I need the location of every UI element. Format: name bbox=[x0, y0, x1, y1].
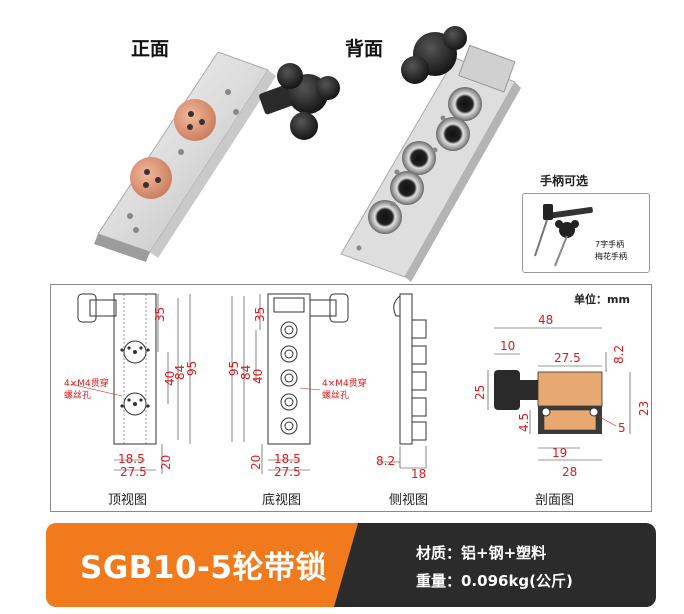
section-dim-25: 25 bbox=[473, 385, 487, 400]
drawings-canvas: .ln { stroke:#333; stroke-width:1; fill:… bbox=[64, 293, 651, 481]
side-view-drawing bbox=[378, 293, 427, 469]
section-dim-8-2: 8.2 bbox=[612, 345, 626, 364]
front-photo bbox=[94, 52, 340, 262]
section-dim-23: 23 bbox=[637, 401, 651, 416]
side-view-caption: 侧视图 bbox=[389, 493, 429, 508]
bottom-dim-95: 95 bbox=[227, 361, 241, 376]
banner-left bbox=[46, 523, 368, 607]
section-dim-5: 5 bbox=[618, 421, 626, 435]
bottom-hole-note-2: 螺丝孔 bbox=[322, 389, 349, 401]
top-hole-note-1: 4×M4贯穿 bbox=[64, 377, 109, 389]
bottom-dim-20: 20 bbox=[249, 455, 263, 470]
section-dim-28: 28 bbox=[562, 465, 577, 479]
section-view-caption: 剖面图 bbox=[535, 493, 575, 508]
top-dim-35: 35 bbox=[153, 307, 167, 322]
option-plum-handle: 梅花手柄 bbox=[595, 252, 627, 261]
optional-handle-title: 手柄可选 bbox=[540, 174, 589, 188]
back-label: 背面 bbox=[345, 38, 384, 60]
model-name: SGB10-5轮带锁 bbox=[80, 550, 327, 586]
section-dim-27-5: 27.5 bbox=[554, 351, 581, 365]
handle-options-image bbox=[534, 204, 593, 267]
bottom-view-drawing bbox=[231, 293, 349, 474]
banner-right bbox=[368, 523, 656, 607]
bottom-hole-note-1: 4×M4贯穿 bbox=[322, 377, 367, 389]
back-photo bbox=[340, 26, 521, 282]
top-dim-95: 95 bbox=[185, 361, 199, 376]
section-dim-4-5: 4.5 bbox=[517, 413, 531, 432]
top-view-caption: 顶视图 bbox=[108, 493, 148, 508]
bottom-dim-40: 40 bbox=[251, 369, 265, 384]
top-dim-18-5: 18.5 bbox=[118, 452, 145, 466]
bottom-dim-35: 35 bbox=[253, 307, 267, 322]
section-dim-10: 10 bbox=[500, 339, 515, 353]
weight-spec: 重量：0.096kg(公斤) bbox=[416, 572, 573, 590]
top-dim-84: 84 bbox=[173, 365, 187, 380]
section-dim-48: 48 bbox=[538, 313, 553, 327]
side-dim-8-2: 8.2 bbox=[376, 454, 395, 468]
unit-label: 单位：mm bbox=[574, 293, 630, 306]
drawing-frame bbox=[50, 284, 652, 512]
section-dim-19: 19 bbox=[552, 446, 567, 460]
product-banner: SGB10-5轮带锁 材质：铝+钢+塑料 重量：0.096kg(公斤) bbox=[46, 523, 656, 607]
material-spec: 材质：铝+钢+塑料 bbox=[416, 544, 547, 562]
section-view-drawing bbox=[487, 327, 631, 461]
side-dim-18: 18 bbox=[411, 467, 426, 481]
bottom-dim-84: 84 bbox=[239, 365, 253, 380]
top-dim-27-5: 27.5 bbox=[120, 465, 147, 479]
top-view-drawing bbox=[69, 293, 191, 474]
bottom-dim-18-5: 18.5 bbox=[274, 452, 301, 466]
optional-handle-box: 7字手柄 梅花手柄 bbox=[522, 193, 650, 273]
bottom-view-caption: 底视图 bbox=[262, 493, 302, 508]
top-hole-note-2: 螺丝孔 bbox=[64, 389, 91, 401]
top-dim-20: 20 bbox=[159, 455, 173, 470]
top-dim-40: 40 bbox=[163, 371, 177, 386]
option-7-handle: 7字手柄 bbox=[595, 240, 625, 249]
front-label: 正面 bbox=[131, 38, 170, 60]
bottom-dim-27-5: 27.5 bbox=[274, 465, 301, 479]
